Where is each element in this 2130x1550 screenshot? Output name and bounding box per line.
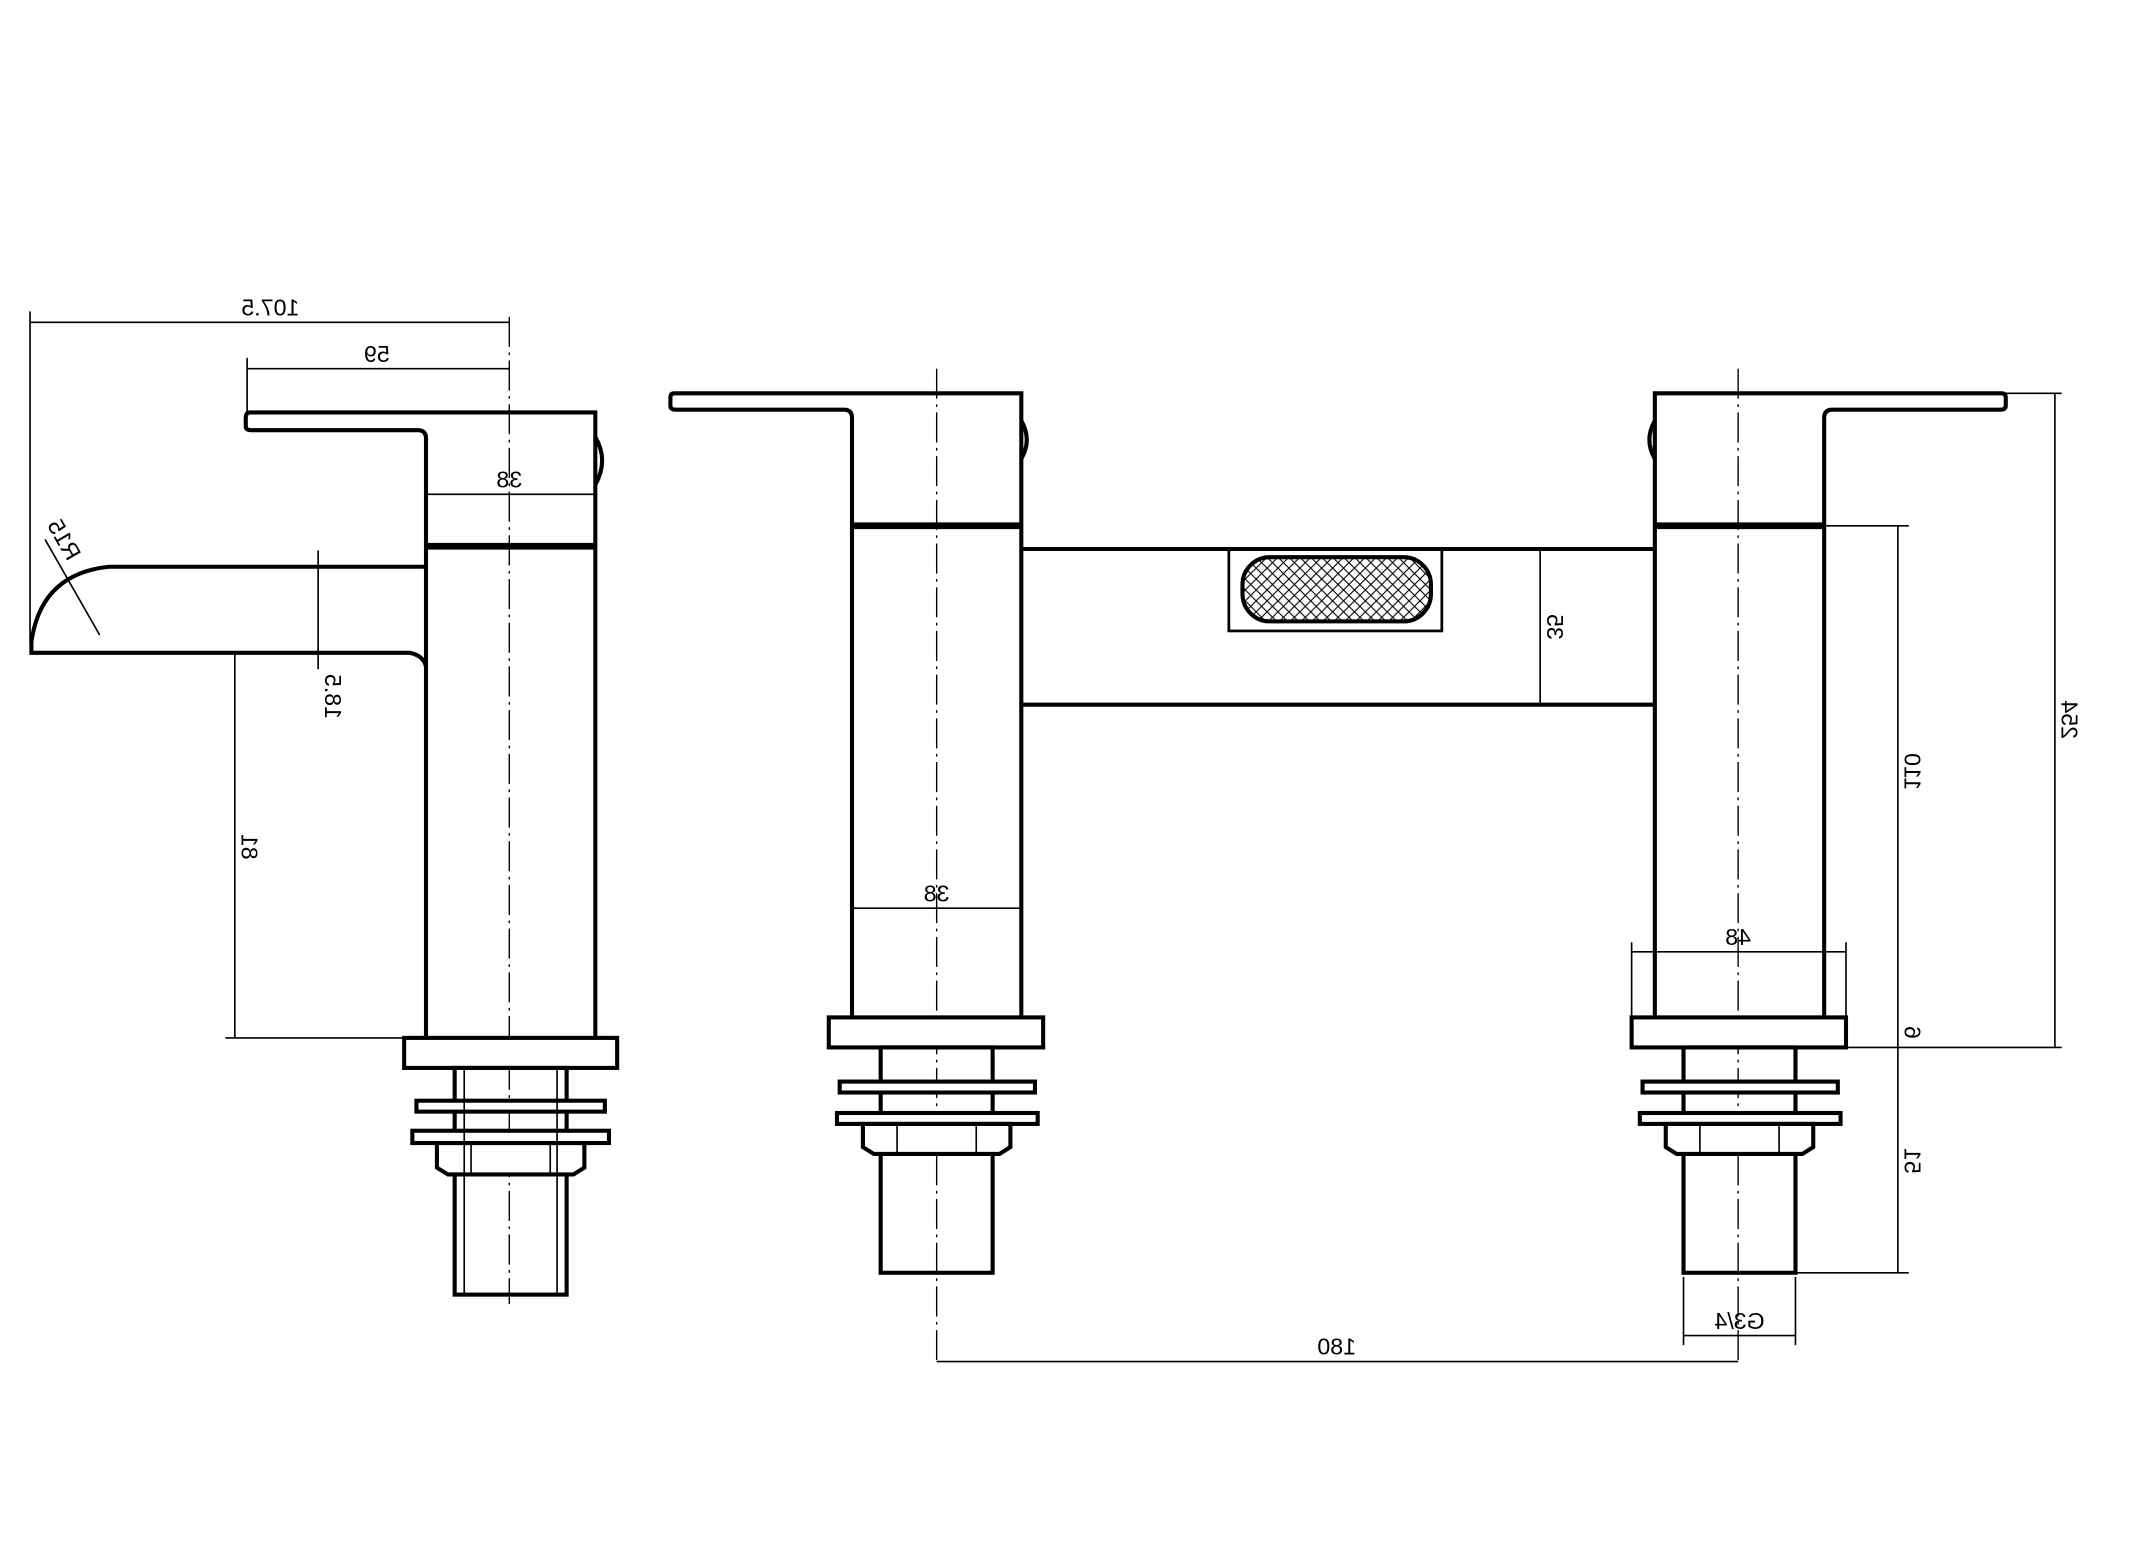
front-view-bath-filler xyxy=(668,368,2008,1366)
dim-body-height: 110 xyxy=(1900,753,1926,790)
dim-side-body-width: 38 xyxy=(496,467,522,493)
side-dimensions xyxy=(29,311,596,1039)
front-dimensions xyxy=(852,392,2062,1363)
dim-front-body-width: 38 xyxy=(924,880,950,906)
dim-overall-height: 254 xyxy=(2057,700,2083,739)
dim-spout-height: 81 xyxy=(237,834,263,860)
dim-spout-radius: R15 xyxy=(42,515,86,565)
side-view-tap xyxy=(29,316,620,1305)
dim-shank-length: 51 xyxy=(1900,1148,1926,1174)
dim-base-thickness: 6 xyxy=(1900,1026,1926,1039)
dim-centres: 180 xyxy=(1317,1334,1356,1360)
dim-handle-reach: 59 xyxy=(364,341,390,367)
dimension-labels: 107.5 59 38 R15 18.5 81 38 35 110 254 48… xyxy=(42,294,2082,1359)
dim-bridge-height: 35 xyxy=(1542,614,1568,640)
dim-base-diameter: 48 xyxy=(1725,924,1751,950)
dim-spout-thickness: 18.5 xyxy=(320,674,346,719)
dim-overall-reach: 107.5 xyxy=(241,294,299,320)
aerator-mesh xyxy=(1240,555,1433,624)
dim-thread-size: G3/4 xyxy=(1714,1308,1764,1334)
